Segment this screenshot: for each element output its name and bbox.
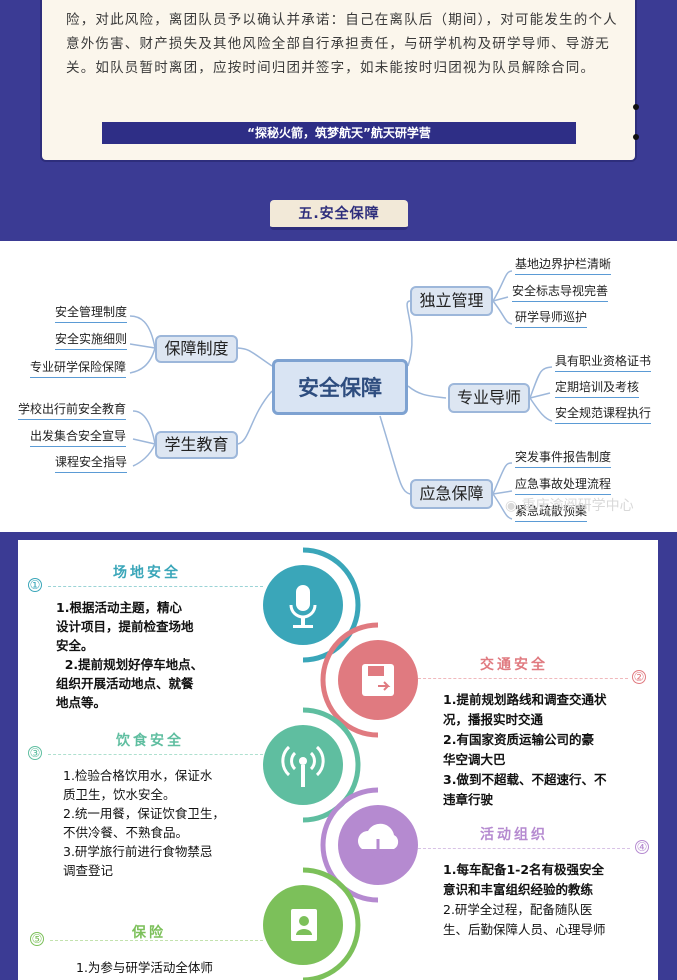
leaf-item: 课程安全指导 (55, 453, 128, 473)
category-body: 1.每车配备1-2名有极强安全 意识和丰富组织经验的教练 2.研学全过程，配备随… (443, 860, 653, 940)
leaf-item: 突发事件报告制度 (515, 448, 612, 468)
number-badge: ④ (635, 840, 649, 854)
category-body: 1.检验合格饮用水，保证水 质卫生，饮水安全。 2.统一用餐，保证饮食卫生， 不… (63, 766, 263, 880)
body-line: 3.做到不超载、不超速行、不 (443, 772, 607, 787)
watermark: ◉ 重庆渝阅研学中心 (505, 495, 634, 515)
body-line: 况，播报实时交通 (443, 712, 544, 727)
venue-circle (263, 565, 343, 645)
body-line: 质卫生，饮水安全。 (63, 787, 176, 802)
body-line: 1.检验合格饮用水，保证水 (63, 768, 213, 783)
floppy-icon (362, 664, 394, 696)
dashed-line (50, 940, 263, 941)
body-line: 调查登记 (63, 863, 114, 878)
cloud-download-icon (358, 823, 399, 862)
number-badge: ③ (28, 746, 42, 760)
leaf-item: 具有职业资格证书 (555, 352, 652, 372)
binding-dot (633, 104, 639, 110)
leaf-item: 基地边界护栏清晰 (515, 255, 612, 275)
body-line: 1.为参与研学活动全体师 (76, 960, 213, 975)
leaf-item: 研学导师巡护 (515, 308, 588, 328)
body-line: 2.有国家资质运输公司的豪 (443, 732, 594, 747)
safety-panel: ① 场地安全 1.根据活动主题，精心 设计项目，提前检查场地 安全。 2.提前规… (18, 540, 658, 980)
body-line: 安全。 (56, 638, 94, 653)
leaf-item: 应急事故处理流程 (515, 475, 612, 495)
signal-icon (281, 745, 325, 787)
branch-student-education: 学生教育 (155, 431, 238, 459)
body-line: 2.统一用餐，保证饮食卫生， (63, 806, 225, 821)
body-line: 1.每车配备1-2名有极强安全 (443, 862, 605, 877)
wechat-icon: ◉ (505, 498, 522, 514)
number-badge: ⑤ (30, 932, 44, 946)
microphone-icon (289, 585, 317, 628)
body-line: 不供冷餐、不熟食品。 (63, 825, 189, 840)
body-line: 华空调大巴 (443, 752, 506, 767)
branch-emergency: 应急保障 (410, 479, 493, 509)
category-body: 1.为参与研学活动全体师 (76, 958, 276, 977)
category-title: 交通安全 (480, 657, 548, 673)
notice-paragraph: 险，对此风险，离团队员予以确认并承诺：自己在离队后（期间），对可能发生的个人意外… (66, 12, 618, 76)
leaf-item: 安全标志导视完善 (512, 282, 609, 302)
category-title: 场地安全 (113, 565, 181, 581)
category-title: 保险 (132, 925, 166, 941)
body-line: 3.研学旅行前进行食物禁忌 (63, 844, 213, 859)
traffic-circle (338, 640, 418, 720)
dashed-line (48, 586, 263, 587)
dashed-line (418, 678, 628, 679)
number-badge: ① (28, 578, 42, 592)
leaf-item: 专业研学保险保障 (30, 358, 127, 378)
mind-map-center: 安全保障 (272, 359, 408, 415)
contacts-icon (291, 909, 317, 941)
watermark-text: 重庆渝阅研学中心 (521, 498, 634, 514)
leaf-item: 安全管理制度 (55, 303, 128, 323)
activity-circle (338, 805, 418, 885)
body-line: 设计项目，提前检查场地 (56, 619, 194, 634)
category-title: 饮食安全 (116, 733, 184, 749)
binding-dot (633, 134, 639, 140)
food-circle (263, 725, 343, 805)
section-header: 五.安全保障 (270, 200, 408, 230)
mind-map-connectors (129, 270, 553, 520)
body-line: 意识和丰富组织经验的教练 (443, 882, 594, 897)
leaf-item: 紧急疏散预案 (515, 502, 588, 522)
body-line: 生、后勤保障人员、心理导师 (443, 922, 606, 937)
body-line: 2.提前规划好停车地点、 (56, 657, 204, 672)
number-badge: ② (632, 670, 646, 684)
body-line: 违章行驶 (443, 792, 494, 807)
leaf-item: 学校出行前安全教育 (18, 400, 127, 420)
camp-banner: “探秘火箭，筑梦航天”航天研学营 (102, 122, 576, 144)
branch-professional-tutor: 专业导师 (448, 383, 530, 413)
category-body: 1.提前规划路线和调查交通状 况，播报实时交通 2.有国家资质运输公司的豪 华空… (443, 690, 653, 810)
body-line: 2.研学全过程，配备随队医 (443, 902, 593, 917)
mind-map: 安全保障 保障制度 学生教育 独立管理 专业导师 应急保障 安全管理制度 安全实… (0, 241, 677, 532)
body-line: 1.根据活动主题，精心 (56, 600, 182, 615)
leaf-item: 安全实施细则 (55, 330, 128, 350)
branch-guarantee-system: 保障制度 (155, 335, 238, 363)
dashed-line (48, 754, 263, 755)
body-line: 组织开展活动地点、就餐 (56, 676, 194, 691)
category-title: 活动组织 (480, 827, 548, 843)
category-body: 1.根据活动主题，精心 设计项目，提前检查场地 安全。 2.提前规划好停车地点、… (56, 598, 256, 712)
leaf-item: 定期培训及考核 (555, 378, 640, 398)
branch-independent-management: 独立管理 (410, 286, 493, 316)
dashed-line (418, 848, 630, 849)
notice-card: 险，对此风险，离团队员予以确认并承诺：自己在离队后（期间），对可能发生的个人意外… (40, 0, 639, 162)
leaf-item: 安全规范课程执行 (555, 404, 652, 424)
body-line: 地点等。 (56, 695, 107, 710)
leaf-item: 出发集合安全宣导 (30, 427, 127, 447)
insurance-circle (263, 885, 343, 965)
body-line: 1.提前规划路线和调查交通状 (443, 692, 607, 707)
